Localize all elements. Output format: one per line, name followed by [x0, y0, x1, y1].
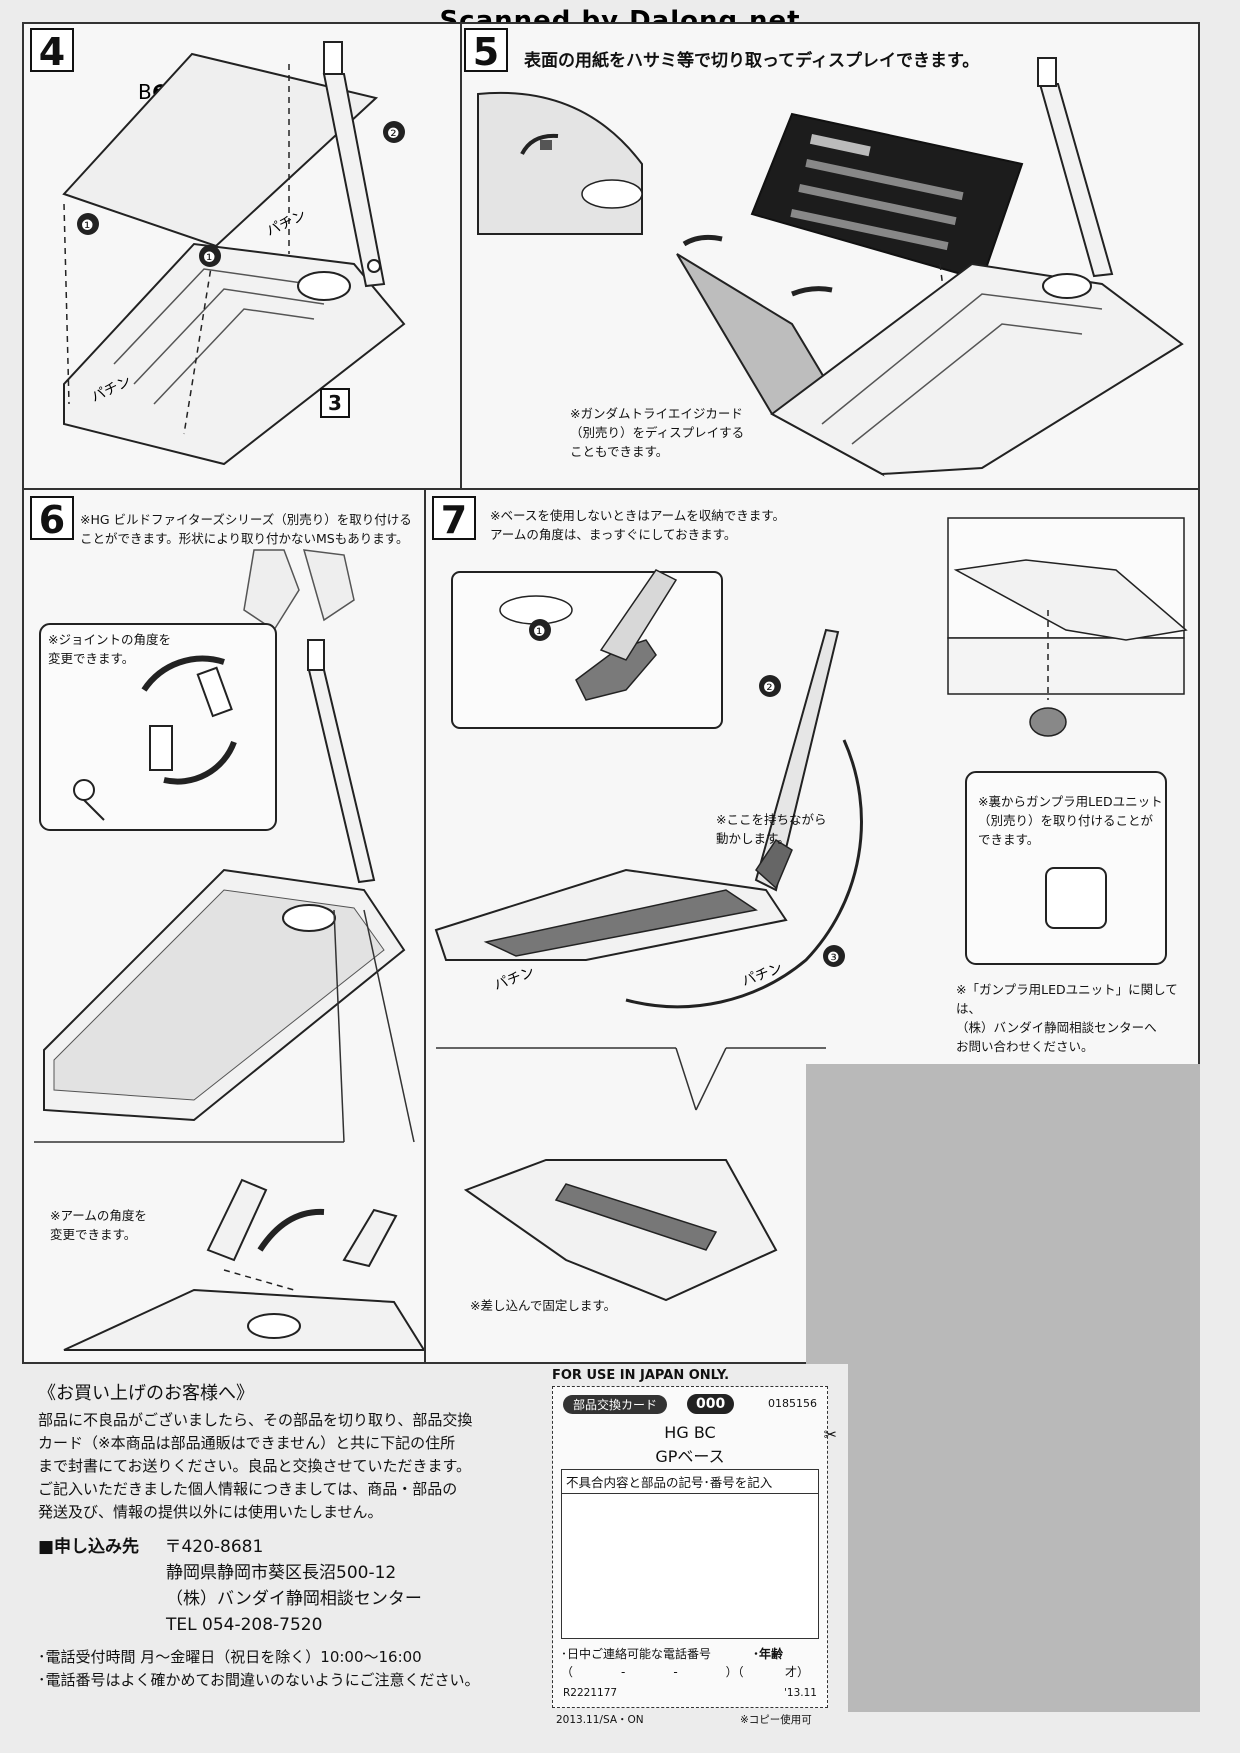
- step6-note-top: ※HG ビルドファイターズシリーズ（別売り）を取り付ける ことができます。形状に…: [80, 512, 412, 546]
- card-ref-code: R2221177: [563, 1687, 618, 1699]
- step7-marker-3: ❸: [827, 950, 840, 966]
- step7-panel: 7 ※ベースを使用しないときはアームを収納できます。 アームの角度は、まっすぐに…: [424, 488, 1200, 1364]
- customer-body: 部品に不良品がございましたら、その部品を切り取り、部品交換 カード（※本商品は部…: [38, 1411, 473, 1521]
- step7-marker-1: ❶: [533, 624, 546, 640]
- step4-marker-2: ❷: [387, 126, 400, 142]
- step4-ref-box: 3: [320, 388, 350, 418]
- company-name: （株）バンダイ静岡相談センター: [166, 1589, 422, 1609]
- step7-note-insert: ※差し込んで固定します。: [470, 1298, 617, 1313]
- step6-number: 6: [30, 496, 74, 542]
- step5-note: ※ガンダムトライエイジカード （別売り）をディスプレイする こともできます。: [570, 406, 745, 459]
- step4-number: 4: [30, 28, 74, 74]
- japan-only-label: FOR USE IN JAPAN ONLY.: [552, 1368, 730, 1383]
- card-age-suffix: 才）: [785, 1665, 810, 1679]
- phone-number: TEL 054-208-7520: [166, 1615, 323, 1635]
- card-serial: 0185156: [768, 1397, 817, 1410]
- card-title: 部品交換カード: [563, 1395, 668, 1414]
- step7-click-sound-b: パチン: [740, 960, 785, 989]
- step6-note-joint: ※ジョイントの角度を 変更できます。: [48, 632, 171, 666]
- customer-notice: 《お買い上げのお客様へ》 部品に不良品がございましたら、その部品を切り取り、部品…: [38, 1382, 538, 1692]
- step6-note-arm: ※アームの角度を 変更できます。: [50, 1208, 147, 1242]
- card-defect-field[interactable]: 不具合内容と部品の記号･番号を記入: [561, 1469, 819, 1639]
- call-caution: ･電話番号はよく確かめてお間違いのないようにご注意ください。: [38, 1671, 480, 1689]
- card-date-code: '13.11: [784, 1687, 817, 1699]
- step6-illustration: [34, 549, 424, 1351]
- card-phone-field[interactable]: （ - - ）（: [561, 1665, 744, 1679]
- gray-backdrop-lower: [848, 1362, 1200, 1712]
- step6-panel: 6 ※HG ビルドファイターズシリーズ（別売り）を取り付ける ことができます。形…: [22, 488, 426, 1364]
- address: 静岡県静岡市葵区長沼500-12: [166, 1563, 397, 1583]
- postal-code: 〒420-8681: [164, 1537, 264, 1557]
- step7-note-hold: ※ここを持ちながら 動かします。: [716, 812, 827, 846]
- step7-marker-2: ❷: [763, 680, 776, 696]
- step7-click-sound-a: パチン: [492, 964, 537, 993]
- card-age-label: ･年齢: [753, 1647, 784, 1661]
- step4-panel: 4 B❶ ❶ ❶ ❷ パチン パチン: [22, 22, 462, 490]
- step4-click-sound-a: パチン: [264, 207, 309, 239]
- step4-illustration: B❶ ❶ ❶ ❷ パチン パチン: [62, 41, 406, 466]
- step7-number: 7: [432, 496, 476, 542]
- step7-note-contact: ※「ガンプラ用LEDユニット」に関しては、 （株）バンダイ静岡相談センターへ お…: [956, 982, 1178, 1054]
- apply-label: ■申し込み先: [38, 1537, 140, 1557]
- step7-note-led: ※裏からガンプラ用LEDユニット （別売り）を取り付けることが できます。: [978, 794, 1163, 847]
- step7-note-top: ※ベースを使用しないときはアームを収納できます。 アームの角度は、まっすぐにして…: [490, 508, 785, 542]
- call-hours: ･電話受付時間 月〜金曜日（祝日を除く）10:00〜16:00: [38, 1648, 422, 1666]
- replacement-card: 部品交換カード 000 0185156 ✂ HG BC GPベース 不具合内容と…: [552, 1386, 837, 1708]
- card-product-line1: HG BC: [664, 1423, 716, 1442]
- step5-illustration: [477, 57, 1184, 477]
- card-field-label: 不具合内容と部品の記号･番号を記入: [562, 1470, 818, 1494]
- step5-instruction: 表面の用紙をハサミ等で切り取ってディスプレイできます。: [524, 51, 980, 71]
- step5-panel: 5 表面の用紙をハサミ等で切り取ってディスプレイできます。: [460, 22, 1200, 490]
- step4-marker-1b: ❶: [203, 250, 216, 266]
- gray-backdrop: [806, 1064, 1200, 1364]
- scissors-icon: ✂: [823, 1425, 837, 1444]
- instruction-sheet: 4 B❶ ❶ ❶ ❷ パチン パチン: [22, 22, 1200, 1727]
- card-footer-right: ※コピー使用可: [740, 1714, 812, 1726]
- card-code: 000: [687, 1394, 735, 1414]
- card-phone-label: ･日中ご連絡可能な電話番号: [561, 1647, 712, 1661]
- card-product-line2: GPベース: [655, 1447, 725, 1466]
- step5-number: 5: [464, 28, 508, 74]
- customer-heading: 《お買い上げのお客様へ》: [38, 1383, 254, 1404]
- card-footer-left: 2013.11/SA・ON: [556, 1714, 644, 1726]
- step4-marker-1a: ❶: [81, 218, 94, 234]
- step7-illustration: ❶ ❷ ❸ パチン パチン: [434, 517, 1188, 1302]
